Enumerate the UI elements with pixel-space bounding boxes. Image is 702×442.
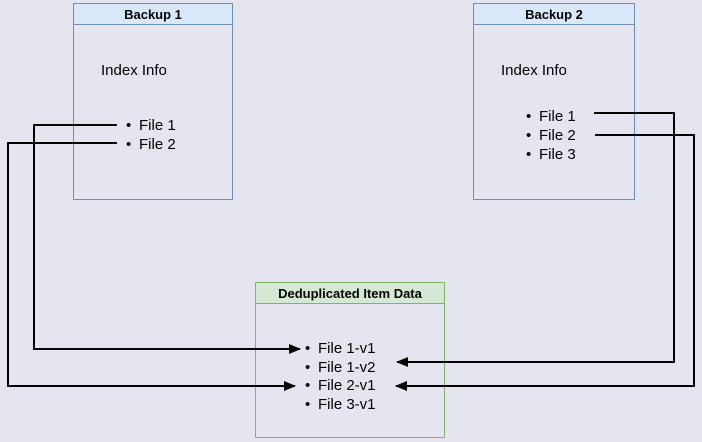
backup2-box: Backup 2 Index Info File 1 File 2 File 3 (473, 3, 635, 200)
backup1-file-list: File 1 File 2 (126, 116, 176, 154)
backup1-title: Backup 1 (74, 4, 232, 25)
backup2-file-list: File 1 File 2 File 3 (526, 107, 576, 164)
backup2-file-1: File 1 (526, 107, 576, 126)
dedup-box: Deduplicated Item Data File 1-v1 File 1-… (255, 282, 445, 438)
backup1-file-2: File 2 (126, 135, 176, 154)
backup1-box: Backup 1 Index Info File 1 File 2 (73, 3, 233, 200)
dedup-item-list: File 1-v1 File 1-v2 File 2-v1 File 3-v1 (305, 340, 376, 414)
backup2-subtitle: Index Info (501, 62, 567, 79)
backup2-file-2: File 2 (526, 126, 576, 145)
backup1-file-1: File 1 (126, 116, 176, 135)
dedup-item-file2-v1: File 2-v1 (305, 377, 376, 396)
dedup-title: Deduplicated Item Data (256, 283, 444, 304)
dedup-item-file1-v1: File 1-v1 (305, 340, 376, 359)
dedup-item-file1-v2: File 1-v2 (305, 359, 376, 378)
dedup-item-file3-v1: File 3-v1 (305, 396, 376, 415)
backup2-title: Backup 2 (474, 4, 634, 25)
backup1-subtitle: Index Info (101, 62, 167, 79)
backup2-file-3: File 3 (526, 145, 576, 164)
